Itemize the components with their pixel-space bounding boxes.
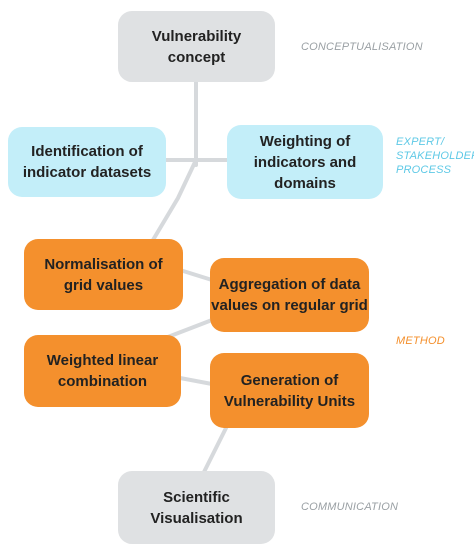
connector-trunk-to-normalisation [148,158,198,247]
weighted-linear-node: Weighted linear combination [24,335,181,407]
normalisation-label: Normalisation of grid values [44,255,163,294]
identification-label: Identification of indicator datasets [22,143,152,181]
stage-label-expert: EXPERT/ STAKEHOLDER PROCESS [396,136,474,176]
generation-node: Generation of Vulnerability Units [210,353,369,428]
scientific-visualisation-label: Scientific Visualisation [150,488,243,527]
aggregation-node: Aggregation of data values on regular gr… [210,258,369,332]
stage-label-conceptualisation: CONCEPTUALISATION [301,41,423,53]
connector-normalisation-to-aggregation [178,268,214,282]
identification-node: Identification of indicator datasets [8,127,166,197]
weighted-linear-label: Weighted linear combination [46,352,159,390]
vulnerability-concept-node: Vulnerability concept [118,11,275,82]
aggregation-label: Aggregation of data values on regular gr… [211,276,368,314]
connector-weighted-to-generation [178,376,214,386]
normalisation-node: Normalisation of grid values [24,239,183,310]
connector-generation-to-visualisation [202,422,230,474]
vulnerability-concept-label: Vulnerability concept [151,27,242,66]
stage-label-communication: COMMUNICATION [301,501,399,513]
scientific-visualisation-node: Scientific Visualisation [118,471,275,544]
stage-label-method: METHOD [396,335,445,347]
generation-label: Generation of Vulnerability Units [223,371,356,410]
weighting-node: Weighting of indicators and domains [227,125,383,199]
weighting-label: Weighting of indicators and domains [253,132,357,192]
